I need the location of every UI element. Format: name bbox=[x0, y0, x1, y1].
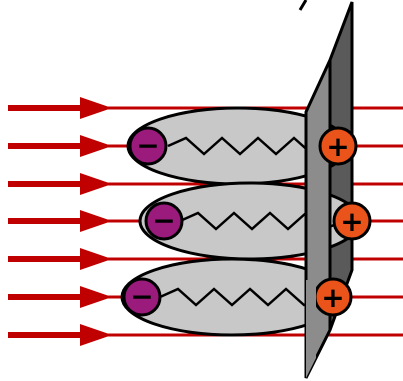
arrow-right-icon bbox=[8, 210, 112, 232]
negative-charges: − − − bbox=[122, 126, 184, 317]
plate-front-overlay bbox=[306, 280, 316, 378]
charge-label-negative: − bbox=[130, 280, 153, 313]
arrow-right-icon bbox=[8, 248, 112, 270]
charge-label-negative: − bbox=[152, 204, 175, 237]
charge-label-positive: + bbox=[340, 205, 363, 238]
arrow-right-icon bbox=[8, 286, 112, 308]
plus-charge-icon: + bbox=[318, 126, 358, 166]
minus-charge-icon: − bbox=[128, 126, 168, 166]
arrow-right-icon bbox=[8, 97, 112, 119]
spring-bond-icon bbox=[159, 287, 329, 307]
charge-label-positive: + bbox=[321, 281, 344, 314]
arrow-right-icon bbox=[8, 135, 112, 157]
arrow-right-icon bbox=[8, 324, 112, 346]
plate-edge bbox=[298, 0, 308, 11]
plus-charge-icon: + bbox=[332, 201, 372, 241]
minus-charge-icon: − bbox=[122, 277, 162, 317]
positive-charges: + + + bbox=[313, 126, 372, 317]
minus-charge-icon: − bbox=[144, 201, 184, 241]
arrow-right-icon bbox=[8, 173, 112, 195]
field-arrows bbox=[8, 97, 112, 346]
dipole-molecule-3 bbox=[120, 257, 344, 337]
charge-label-positive: + bbox=[326, 130, 349, 163]
spring-bond-icon bbox=[167, 136, 331, 156]
charge-label-negative: − bbox=[136, 129, 159, 162]
plus-charge-icon: + bbox=[313, 277, 353, 317]
